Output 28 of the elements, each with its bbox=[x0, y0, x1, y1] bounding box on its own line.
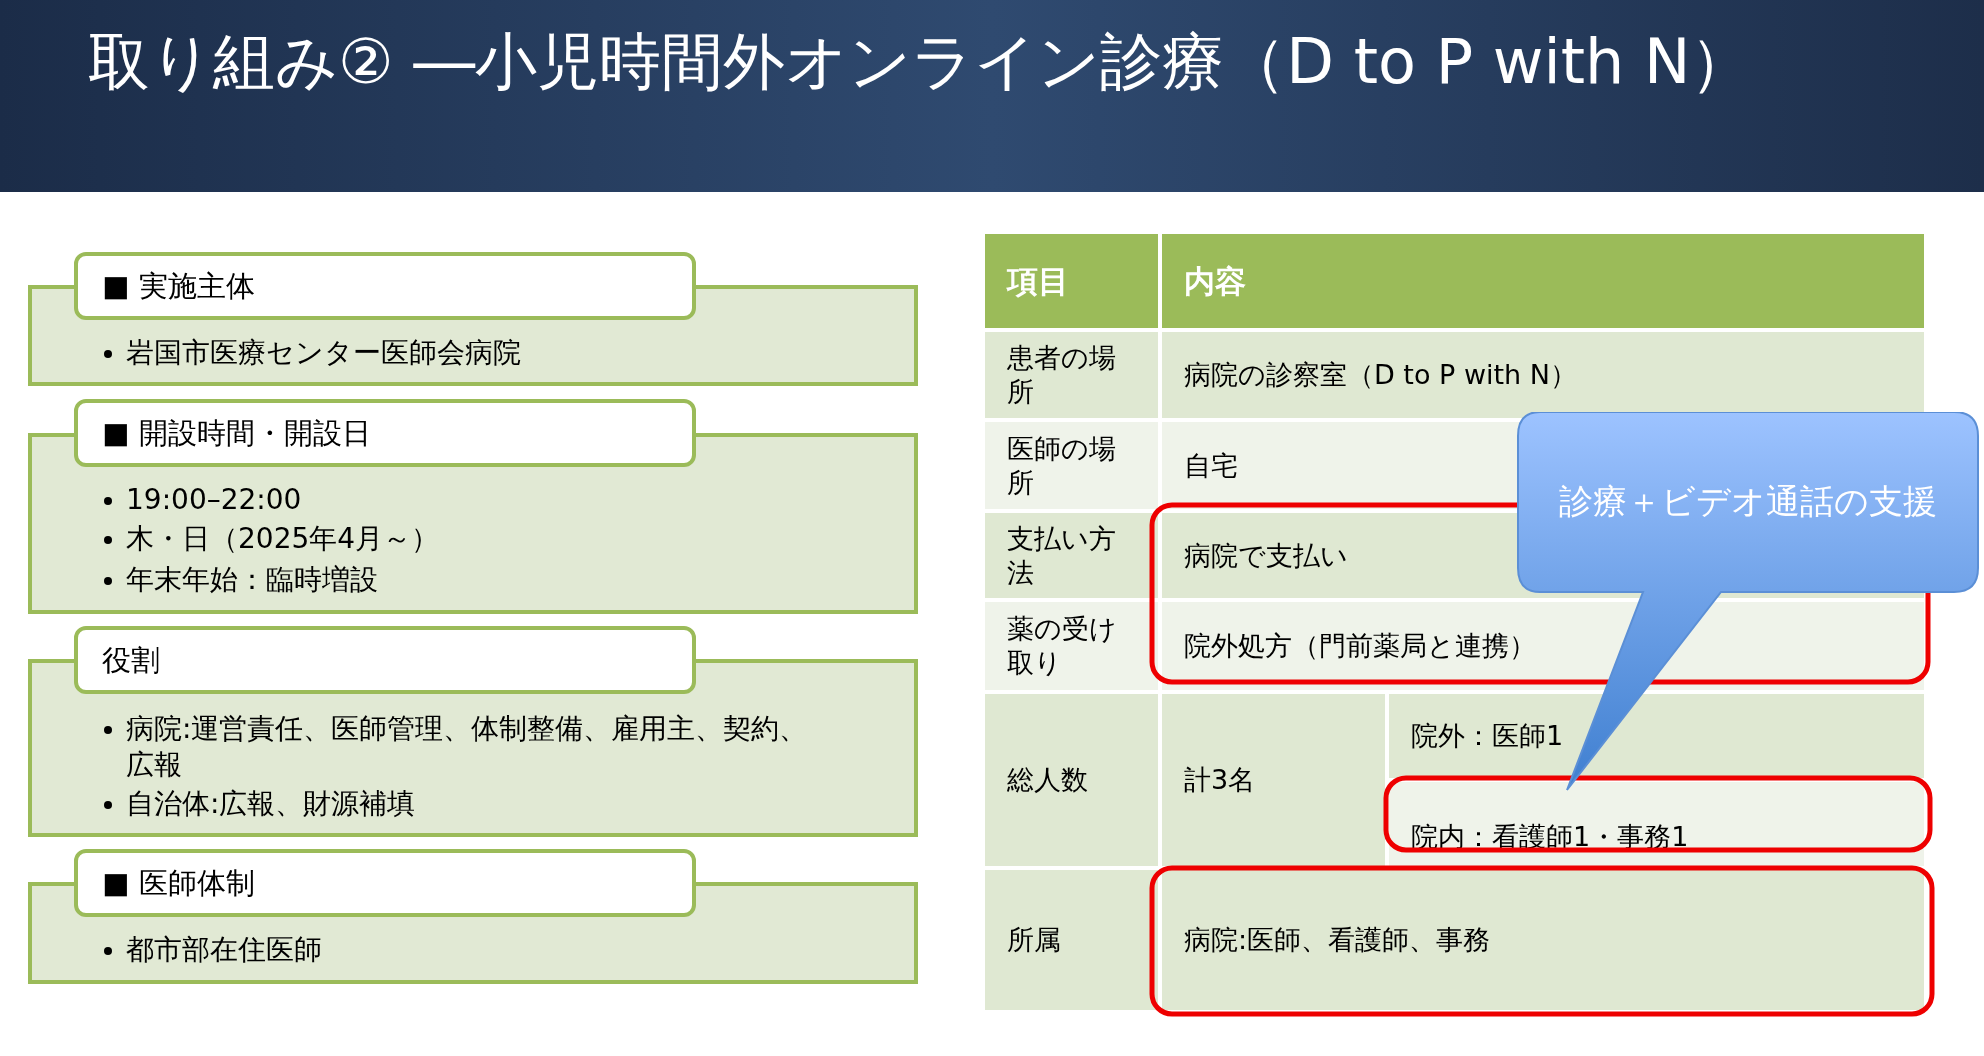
section-panel bbox=[28, 626, 918, 837]
slide-title: 取り組み② ―小児時間外オンライン診療（D to P with N） bbox=[88, 24, 1753, 100]
table-header-cell: 項目 bbox=[985, 234, 1158, 328]
bullet-item: 年末年始：臨時増設 bbox=[104, 562, 826, 598]
table-cell: 総人数 bbox=[985, 694, 1158, 866]
bullet-item: 自治体:広報、財源補填 bbox=[104, 786, 826, 822]
section-header: 役割 bbox=[74, 626, 696, 694]
section-header: ■ 医師体制 bbox=[74, 849, 696, 917]
table-cell: 計3名 bbox=[1162, 694, 1385, 866]
bullet-item: 木・日（2025年4月～） bbox=[104, 521, 826, 557]
bullet-item: 都市部在住医師 bbox=[104, 932, 826, 968]
table-cell: 所属 bbox=[985, 870, 1158, 1010]
table-cell: 患者の場所 bbox=[985, 332, 1158, 418]
bullet-item: 19:00–22:00 bbox=[104, 482, 826, 518]
section-panel bbox=[28, 399, 918, 614]
table-cell: 病院の診察室（D to P with N） bbox=[1162, 332, 1924, 418]
table-cell: 薬の受け取り bbox=[985, 602, 1158, 690]
table-cell: 院外：医師1 bbox=[1389, 694, 1924, 778]
section-header: ■ 開設時間・開設日 bbox=[74, 399, 696, 467]
bullet-item: 岩国市医療センター医師会病院 bbox=[104, 335, 826, 371]
section-panel bbox=[28, 252, 918, 386]
section-panel bbox=[28, 849, 918, 984]
table-cell: 支払い方法 bbox=[985, 513, 1158, 598]
bullet-item: 病院:運営責任、医師管理、体制整備、雇用主、契約、広報 bbox=[104, 711, 826, 783]
table-header-cell: 内容 bbox=[1162, 234, 1924, 328]
table-cell: 医師の場所 bbox=[985, 422, 1158, 509]
table-cell: 病院:医師、看護師、事務 bbox=[1162, 870, 1924, 1010]
section-header: ■ 実施主体 bbox=[74, 252, 696, 320]
